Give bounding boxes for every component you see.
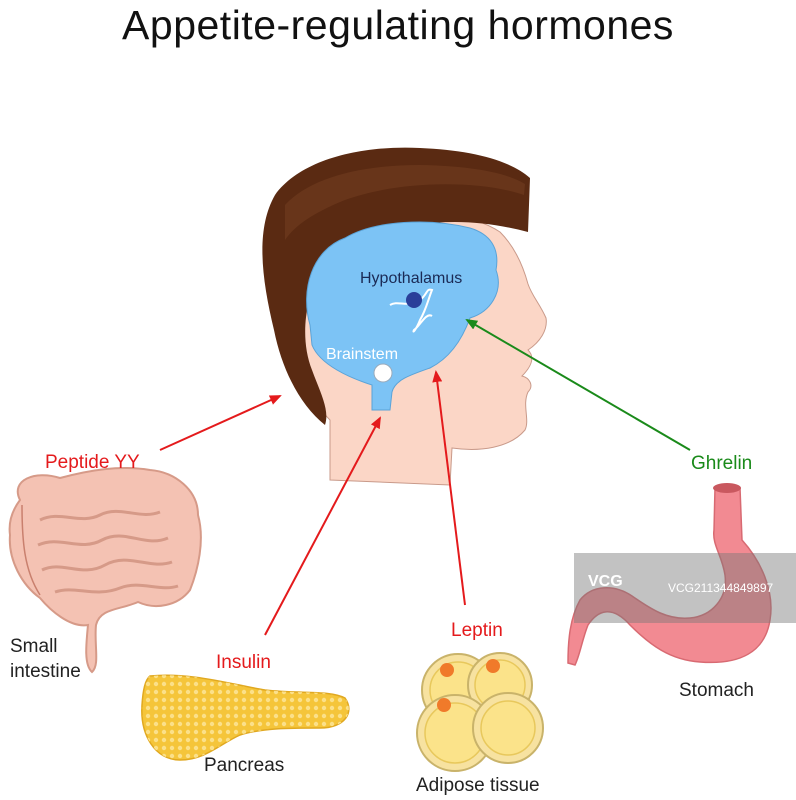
small-intestine-illustration [8, 467, 202, 674]
brain [306, 221, 499, 411]
stomach-illustration [567, 483, 772, 666]
label-peptide-yy: Peptide YY [45, 452, 140, 473]
label-stomach: Stomach [679, 680, 754, 701]
label-ghrelin: Ghrelin [691, 453, 753, 474]
label-brainstem: Brainstem [326, 346, 399, 363]
arrow-ghrelin [465, 318, 691, 451]
label-pancreas: Pancreas [204, 755, 285, 776]
label-leptin: Leptin [451, 620, 503, 641]
watermark-logo: VCG [588, 573, 623, 590]
label-insulin: Insulin [216, 652, 271, 673]
adipose-illustration [416, 652, 544, 772]
label-hypothalamus: Hypothalamus [360, 270, 463, 287]
watermark-id: VCG211344849897 [668, 581, 774, 595]
label-small-intestine-line1: Small [10, 636, 58, 657]
watermark: VCG VCG211344849897 [574, 553, 796, 623]
brainstem-dot [373, 363, 393, 383]
label-small-intestine-line2: intestine [10, 661, 81, 682]
hair [262, 147, 530, 425]
arrow-insulin [264, 416, 381, 636]
arrow-leptin [432, 370, 466, 606]
diagram-title: Appetite-regulating hormones [122, 2, 674, 48]
hair-highlight [285, 165, 525, 240]
label-adipose-tissue: Adipose tissue [416, 775, 540, 796]
pancreas-illustration [141, 674, 350, 761]
hypothalamus-dot [406, 292, 422, 308]
arrow-peptide-yy [159, 395, 282, 451]
